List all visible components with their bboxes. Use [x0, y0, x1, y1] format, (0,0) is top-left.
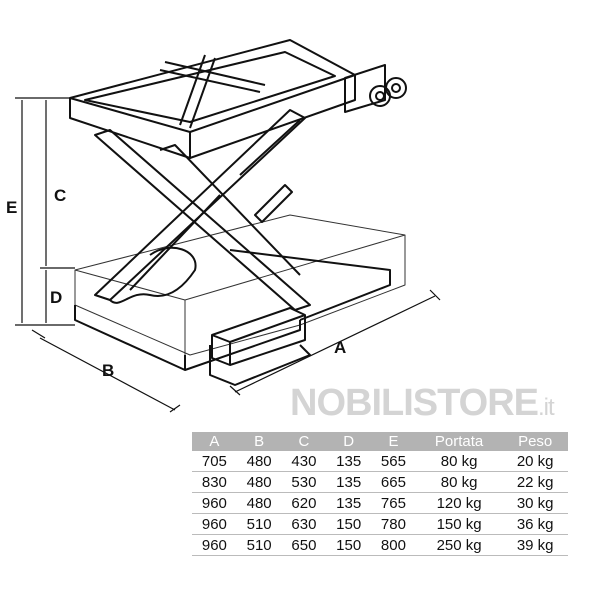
table-cell: 480: [236, 471, 282, 493]
table-cell: 135: [326, 471, 372, 493]
dimension-label-c: C: [54, 186, 67, 205]
header-e: E: [371, 432, 416, 451]
table-cell: 510: [236, 534, 282, 556]
header-peso: Peso: [502, 432, 568, 451]
header-portata: Portata: [415, 432, 503, 451]
dimension-label-d: D: [50, 288, 63, 307]
table-cell: 430: [281, 451, 327, 472]
table-cell: 150 kg: [415, 513, 503, 535]
dimension-label-b: B: [102, 361, 115, 380]
watermark-tld: .it: [538, 394, 555, 421]
table-cell: 650: [281, 534, 327, 556]
table-cell: 39 kg: [502, 534, 568, 556]
table-cell: 780: [371, 513, 416, 535]
table-cell: 620: [281, 492, 327, 514]
watermark-logo: NOBILISTORE.it: [290, 382, 555, 425]
header-b: B: [236, 432, 282, 451]
table-cell: 530: [281, 471, 327, 493]
table-cell: 135: [326, 451, 372, 472]
table-cell: 960: [192, 492, 237, 514]
top-platform: [69, 39, 386, 159]
table-header-row: A B C D E Portata Peso: [192, 432, 568, 451]
table-cell: 30 kg: [502, 492, 568, 514]
table-cell: 150: [326, 513, 372, 535]
scissor-arms: [94, 109, 311, 311]
wheels: [369, 77, 407, 107]
table-cell: 960: [192, 513, 237, 535]
table-cell: 565: [371, 451, 416, 472]
table-cell: 480: [236, 492, 282, 514]
base-envelope: [74, 214, 406, 356]
dimension-lines: [15, 97, 441, 413]
table-cell: 800: [371, 534, 416, 556]
table-cell: 20 kg: [502, 451, 568, 472]
header-d: D: [326, 432, 372, 451]
table-cell: 250 kg: [415, 534, 503, 556]
header-c: C: [281, 432, 327, 451]
base-frame: [74, 249, 391, 386]
table-cell: 80 kg: [415, 471, 503, 493]
table-cell: 22 kg: [502, 471, 568, 493]
table-cell: 80 kg: [415, 451, 503, 472]
table-cell: 150: [326, 534, 372, 556]
table-cell: 960: [192, 534, 237, 556]
table-cell: 135: [326, 492, 372, 514]
dimension-label-a: A: [334, 338, 347, 357]
table-cell: 36 kg: [502, 513, 568, 535]
table-cell: 510: [236, 513, 282, 535]
table-cell: 480: [236, 451, 282, 472]
watermark-brand: NOBILISTORE: [290, 382, 539, 424]
table-cell: 665: [371, 471, 416, 493]
table-cell: 630: [281, 513, 327, 535]
dimension-label-e: E: [6, 198, 18, 217]
table-cell: 765: [371, 492, 416, 514]
header-a: A: [192, 432, 237, 451]
table-cell: 120 kg: [415, 492, 503, 514]
table-cell: 705: [192, 451, 237, 472]
table-cell: 830: [192, 471, 237, 493]
